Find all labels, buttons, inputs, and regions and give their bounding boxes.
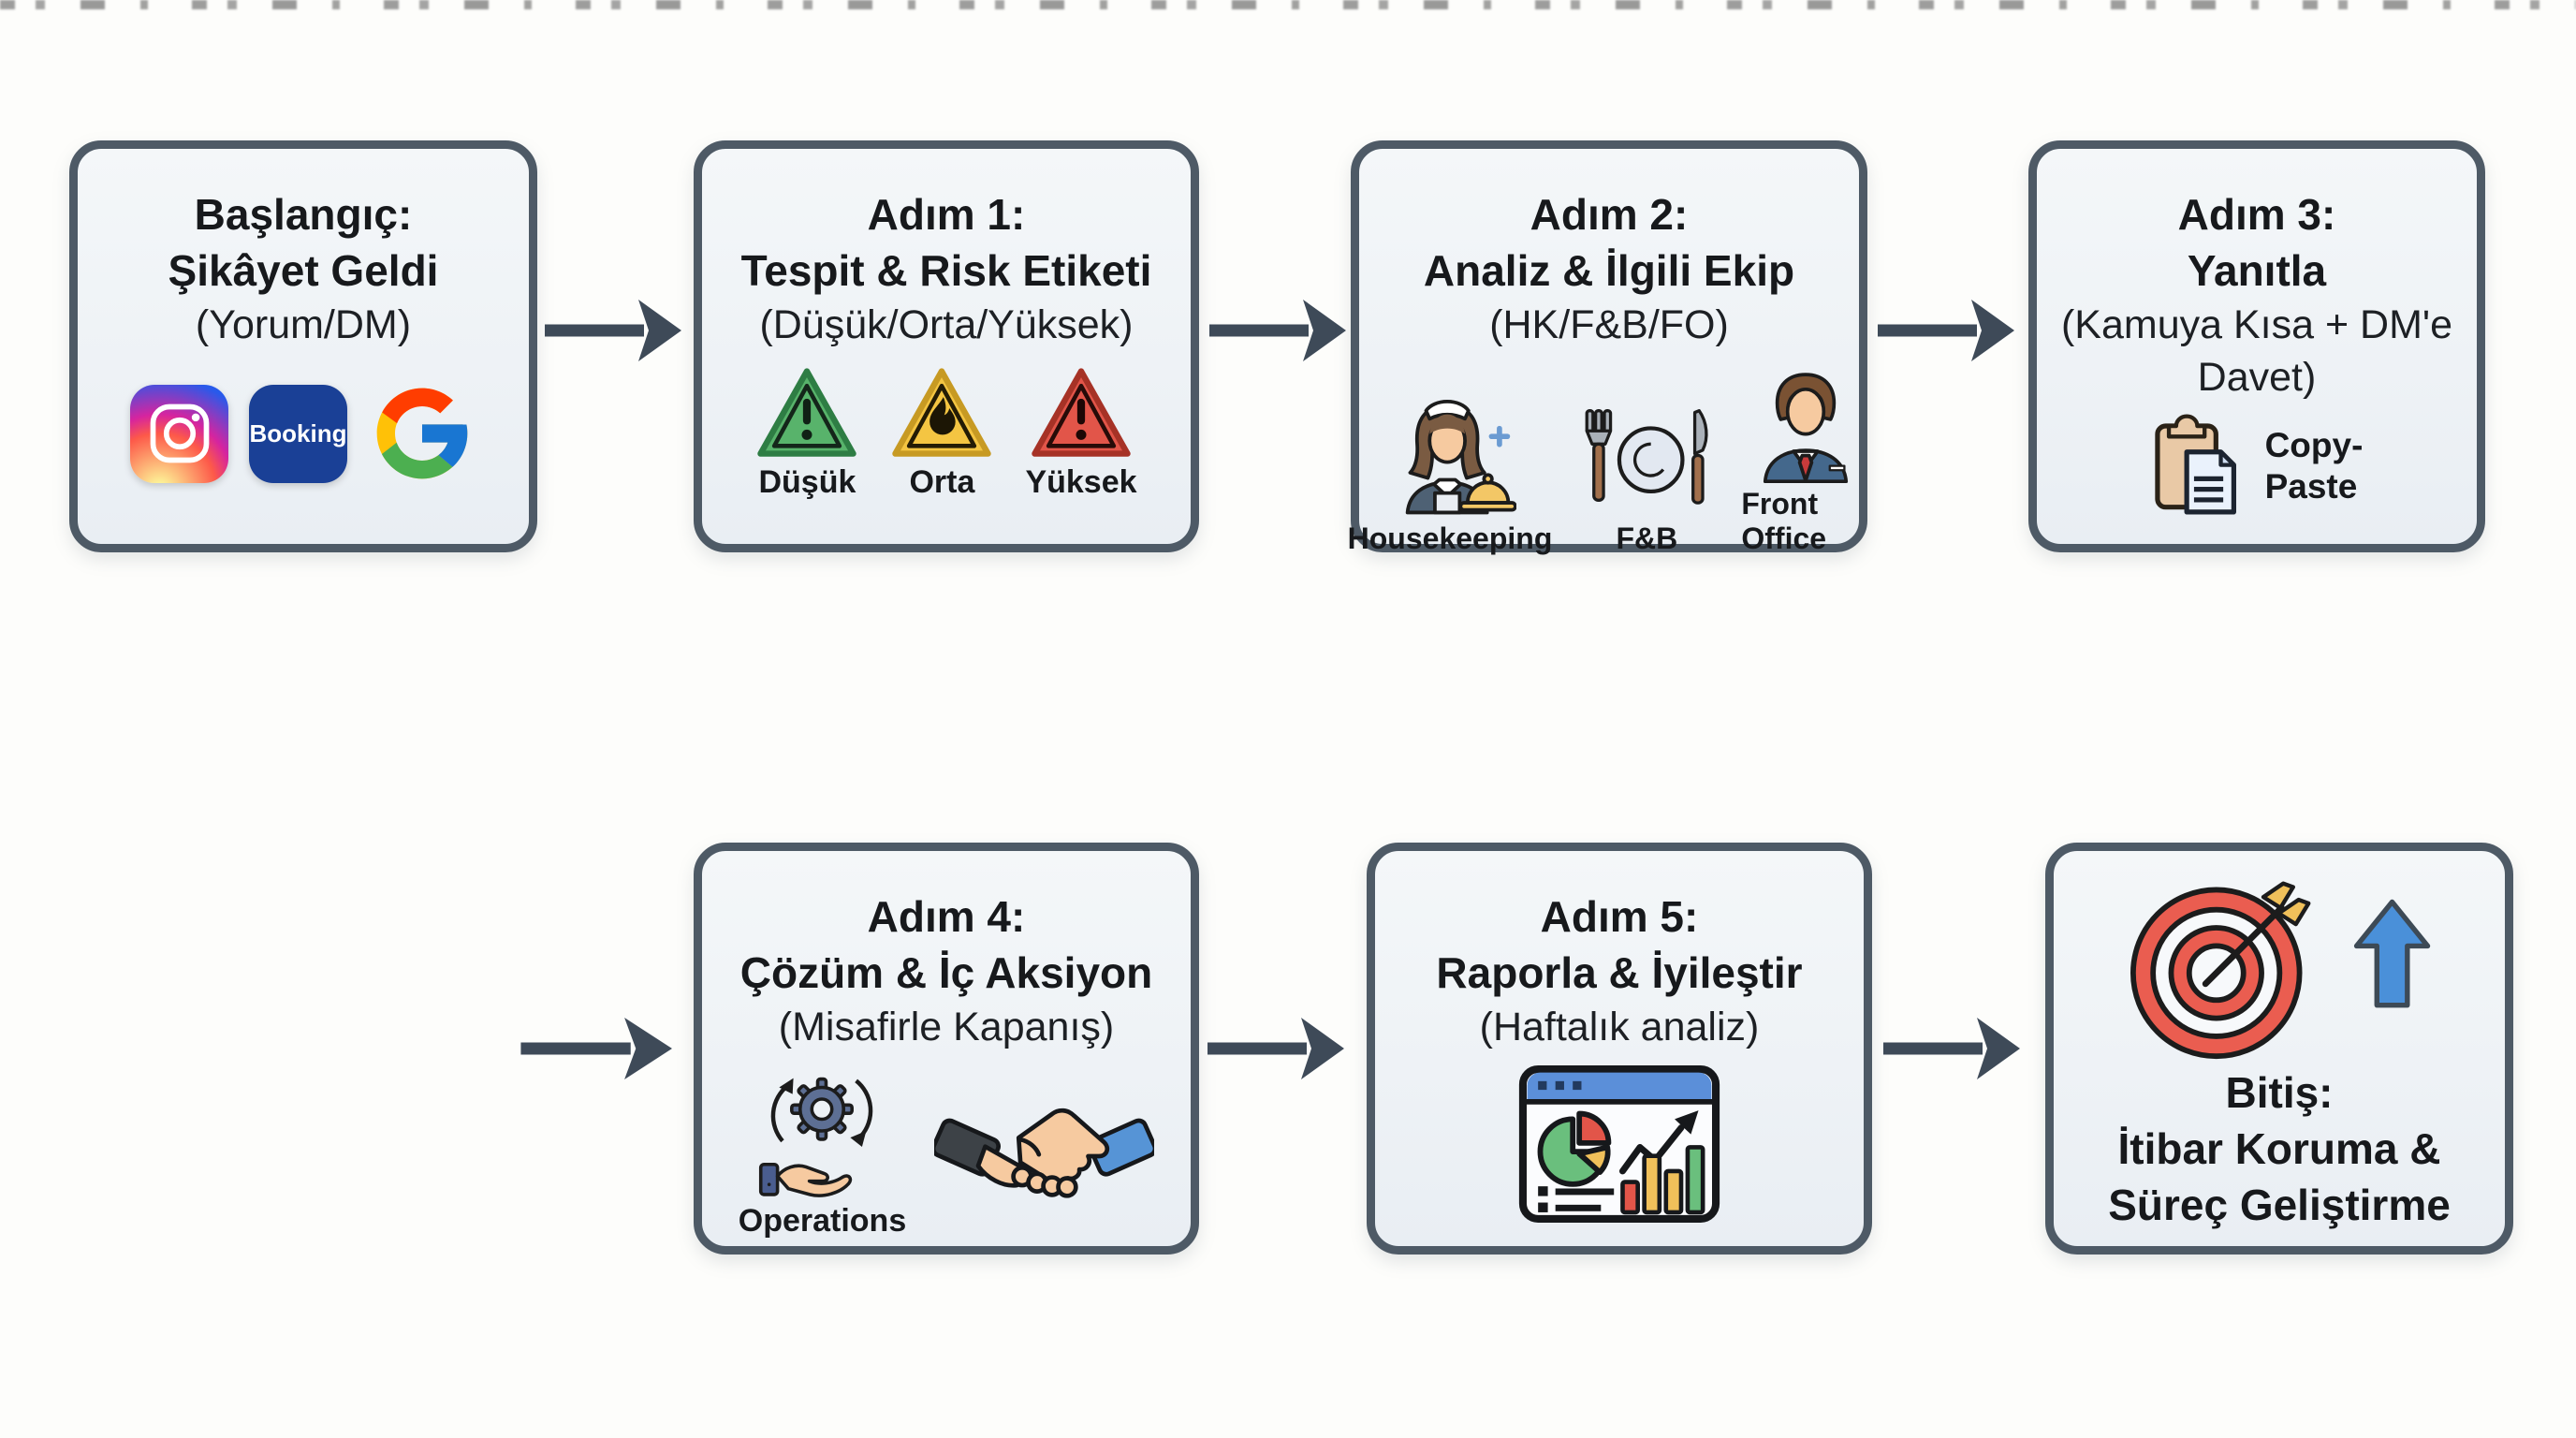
risk-levels: Düşük Orta Yüksek bbox=[755, 366, 1137, 501]
team-housekeeping: Housekeeping bbox=[1347, 391, 1553, 556]
box-title: Adım 2: Analiz & İlgili Ekip (HK/F&B/FO) bbox=[1424, 186, 1794, 351]
title-line2: İtibar Koruma & bbox=[2117, 1124, 2441, 1173]
booking-icon: Booking bbox=[249, 384, 347, 483]
team-icons: Housekeeping F&B bbox=[1348, 364, 1871, 556]
fork-plate-knife-icon bbox=[1585, 409, 1708, 505]
risk-high: Yüksek bbox=[1025, 366, 1137, 501]
flow-arrow bbox=[1874, 288, 2014, 373]
title-subtitle: (Yorum/DM) bbox=[195, 302, 412, 347]
box-title: Adım 5: Raporla & İyileştir (Haftalık an… bbox=[1436, 888, 1802, 1053]
title-line1: Adım 4: bbox=[867, 892, 1026, 941]
google-icon bbox=[376, 388, 468, 479]
title-line2: Analiz & İlgili Ekip bbox=[1423, 246, 1795, 295]
warning-triangle-green-icon bbox=[757, 368, 857, 457]
title-line2: Raporla & İyileştir bbox=[1436, 948, 1803, 997]
housekeeping-icon bbox=[1405, 400, 1516, 515]
risk-mid-label: Orta bbox=[909, 464, 975, 500]
title-line2: Yanıtla bbox=[2187, 246, 2327, 295]
copy-paste-label: Copy- Paste bbox=[2265, 425, 2364, 507]
title-line2: Tespit & Risk Etiketi bbox=[740, 246, 1152, 295]
flow-box-start: Başlangıç: Şikâyet Geldi (Yorum/DM) Book… bbox=[69, 140, 537, 552]
title-line2: Şikâyet Geldi bbox=[168, 246, 439, 295]
title-line1: Adım 1: bbox=[867, 190, 1026, 239]
risk-low: Düşük bbox=[755, 366, 858, 501]
report-dashboard bbox=[1516, 1063, 1722, 1230]
team-housekeeping-label: Housekeeping bbox=[1347, 521, 1553, 555]
title-line3: Süreç Geliştirme bbox=[2108, 1181, 2451, 1229]
operations-block: Operations bbox=[739, 1059, 906, 1240]
flow-box-step3: Adım 3: Yanıtla (Kamuya Kısa + DM'e Dave… bbox=[2028, 140, 2485, 552]
up-arrow-icon bbox=[2353, 899, 2431, 1008]
cropped-top-edge-artifact bbox=[0, 0, 2576, 9]
title-subtitle: (Düşük/Orta/Yüksek) bbox=[759, 302, 1134, 347]
copy-line: Copy- bbox=[2264, 425, 2364, 464]
box-title: Adım 1: Tespit & Risk Etiketi (Düşük/Ort… bbox=[741, 186, 1152, 351]
warning-triangle-flame-icon bbox=[892, 368, 992, 457]
gear-hand-icon bbox=[759, 1077, 873, 1197]
flow-arrow bbox=[541, 288, 681, 373]
flow-box-step5: Adım 5: Raporla & İyileştir (Haftalık an… bbox=[1367, 843, 1872, 1255]
risk-low-label: Düşük bbox=[758, 464, 856, 500]
flow-box-step1: Adım 1: Tespit & Risk Etiketi (Düşük/Ort… bbox=[694, 140, 1199, 552]
resolution-icons: Operations bbox=[739, 1059, 1155, 1240]
title-line1: Başlangıç: bbox=[194, 190, 413, 239]
flow-arrow bbox=[1206, 288, 1346, 373]
copy-paste-note: Copy- Paste bbox=[2151, 413, 2364, 519]
channel-icons: Booking bbox=[130, 379, 476, 488]
front-office-icon bbox=[1764, 373, 1849, 484]
target-bullseye-icon bbox=[2130, 881, 2311, 1060]
team-fb-label: F&B bbox=[1616, 521, 1678, 555]
instagram-icon bbox=[130, 384, 228, 483]
dashboard-icon bbox=[1518, 1065, 1720, 1223]
box-title: Başlangıç: Şikâyet Geldi (Yorum/DM) bbox=[168, 186, 439, 351]
title-subtitle: (Haftalık analiz) bbox=[1479, 1005, 1760, 1049]
flow-box-end: Bitiş: İtibar Koruma & Süreç Geliştirme bbox=[2045, 843, 2513, 1255]
team-fb: F&B bbox=[1576, 405, 1717, 556]
title-line1: Bitiş: bbox=[2225, 1068, 2334, 1117]
title-subtitle: (Misafirle Kapanış) bbox=[778, 1005, 1115, 1049]
flow-arrow bbox=[517, 1006, 672, 1091]
handshake-icon bbox=[934, 1108, 1155, 1198]
operations-label: Operations bbox=[738, 1203, 907, 1239]
box-title: Bitiş: İtibar Koruma & Süreç Geliştirme bbox=[2108, 1064, 2451, 1233]
paste-line: Paste bbox=[2264, 466, 2358, 506]
team-frontoffice: Front Office bbox=[1741, 364, 1870, 556]
warning-triangle-red-icon bbox=[1032, 368, 1131, 457]
flow-box-step4: Adım 4: Çözüm & İç Aksiyon (Misafirle Ka… bbox=[694, 843, 1199, 1255]
instagram-glyph bbox=[150, 404, 209, 463]
flow-box-step2: Adım 2: Analiz & İlgili Ekip (HK/F&B/FO) bbox=[1348, 140, 1867, 555]
box-title: Adım 4: Çözüm & İç Aksiyon (Misafirle Ka… bbox=[740, 888, 1152, 1053]
end-icons bbox=[2126, 875, 2433, 1061]
title-subtitle: (HK/F&B/FO) bbox=[1489, 302, 1729, 347]
booking-label: Booking bbox=[249, 418, 347, 448]
title-line1: Adım 3: bbox=[2177, 190, 2336, 239]
risk-high-label: Yüksek bbox=[1025, 464, 1137, 500]
risk-mid: Orta bbox=[890, 366, 993, 501]
title-line1: Adım 2: bbox=[1530, 190, 1689, 239]
title-line2: Çözüm & İç Aksiyon bbox=[739, 948, 1153, 997]
flow-arrow bbox=[1880, 1006, 2020, 1091]
box-title: Adım 3: Yanıtla (Kamuya Kısa + DM'e Dave… bbox=[2056, 186, 2458, 404]
team-frontoffice-label: Front Office bbox=[1741, 487, 1827, 555]
clipboard-copy-icon bbox=[2154, 414, 2236, 515]
title-subtitle: (Kamuya Kısa + DM'e Davet) bbox=[2060, 302, 2453, 400]
title-line1: Adım 5: bbox=[1540, 892, 1699, 941]
flow-arrow bbox=[1204, 1006, 1344, 1091]
